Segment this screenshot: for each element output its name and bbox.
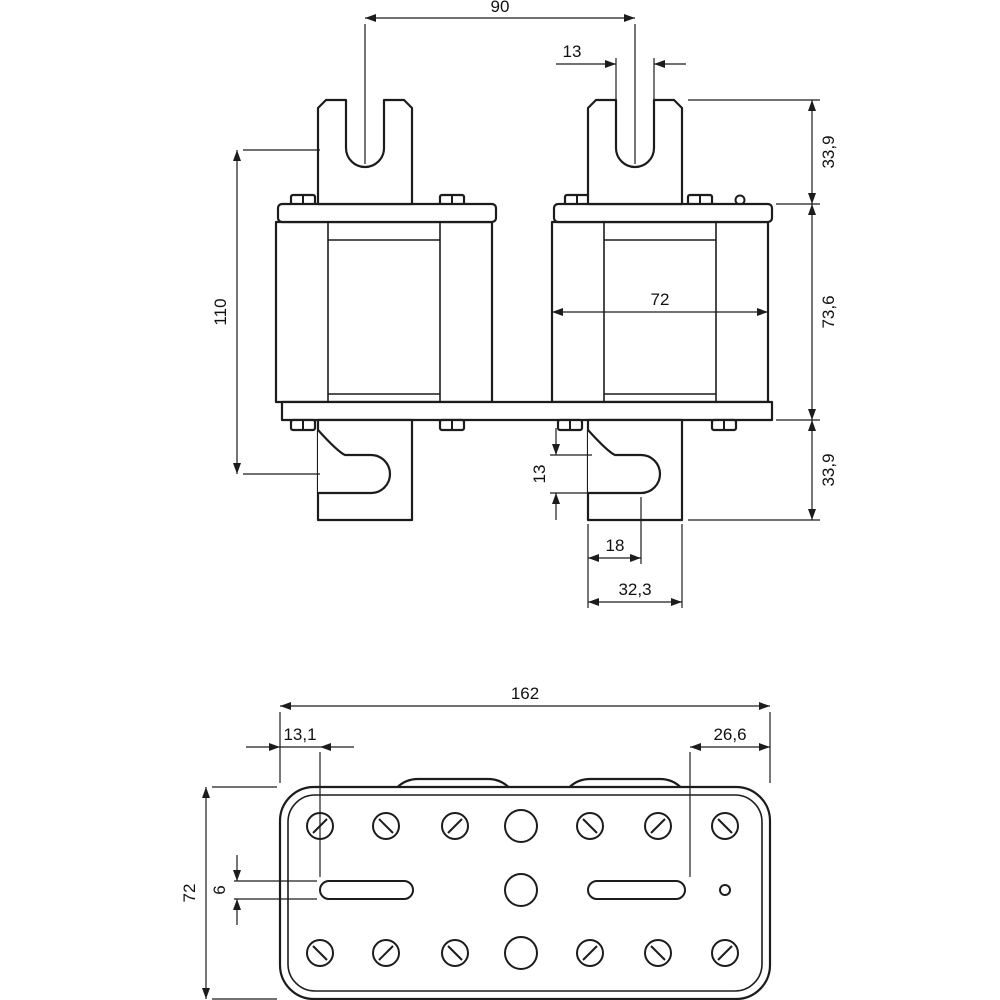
plain-hole	[504, 809, 538, 843]
screw-slot	[582, 945, 598, 961]
dim-label-162: 162	[511, 684, 539, 703]
dim-label-13-1: 13,1	[283, 725, 316, 744]
screw-slot	[378, 945, 394, 961]
screw-slot	[717, 818, 733, 834]
fuse-body-right	[550, 98, 774, 404]
dim-label-72-front: 72	[651, 290, 670, 309]
base-plate	[280, 400, 774, 432]
bottom-blade-right-slot	[587, 429, 662, 495]
dimension-26-6: 26,6	[689, 725, 770, 877]
dim-label-33-9-bottom: 33,9	[819, 453, 838, 486]
dimension-110: 110	[211, 149, 320, 475]
dimension-18: 18	[587, 497, 642, 608]
front-view: 90 13 33,9 73,6 33,9	[211, 0, 838, 608]
top-cap-plate-left	[276, 202, 498, 224]
bottom-blade-left-slot	[317, 429, 392, 495]
dim-label-73-6: 73,6	[819, 295, 838, 328]
mounting-slot-right	[587, 880, 686, 900]
hole-row-middle	[319, 873, 731, 907]
plain-hole	[504, 936, 538, 970]
mounting-slot-left	[319, 880, 414, 900]
dim-label-110: 110	[211, 298, 230, 325]
dimension-73-6: 73,6	[776, 204, 838, 421]
screw-slot	[650, 818, 666, 834]
blade-terminal-bottom-right	[586, 418, 684, 522]
base-plate-body	[280, 400, 774, 422]
fuse-body-left	[274, 98, 498, 404]
screw-slot	[447, 945, 463, 961]
blade-terminal-top-left	[316, 98, 414, 206]
dim-label-13-top: 13	[563, 42, 582, 61]
dimension-32-3: 32,3	[588, 524, 683, 608]
dim-label-90: 90	[491, 0, 510, 16]
top-cap-plate-right	[552, 202, 774, 224]
blade-terminal-bottom-left	[316, 418, 414, 522]
dimension-6: 6	[210, 855, 317, 925]
small-pin-hole	[719, 884, 731, 896]
screw-slot	[312, 945, 328, 961]
bottom-view: 162 13,1 26,6 72 6	[180, 684, 772, 1000]
plain-hole	[504, 873, 538, 907]
dimension-13-1: 13,1	[246, 725, 354, 877]
dimension-13-bottom: 13	[530, 428, 592, 520]
dim-label-72-bottom: 72	[180, 884, 199, 903]
dimension-90: 90	[364, 0, 636, 164]
dim-label-26-6: 26,6	[713, 725, 746, 744]
screw-slot	[717, 945, 733, 961]
dimension-13-top: 13	[556, 42, 686, 107]
dimension-33-9-top: 33,9	[688, 99, 838, 205]
dim-label-13-bottom: 13	[530, 465, 549, 484]
fuse-barrel-left	[274, 220, 494, 404]
dim-label-32-3: 32,3	[618, 580, 651, 599]
screw-slot	[650, 945, 666, 961]
screw-slot	[378, 818, 394, 834]
dim-label-33-9-top: 33,9	[819, 135, 838, 168]
screw-slot	[582, 818, 598, 834]
mounting-plate-inner-contour	[287, 794, 763, 992]
dimension-72-front: 72	[552, 290, 768, 316]
dim-label-18: 18	[606, 536, 625, 555]
hole-row-bottom	[306, 936, 739, 970]
dimension-162: 162	[279, 684, 771, 783]
hole-row-top	[306, 809, 739, 843]
dim-label-6: 6	[210, 885, 229, 894]
screw-slot	[447, 818, 463, 834]
blade-terminal-top-right	[586, 98, 684, 206]
dimension-72-bottom: 72	[180, 786, 277, 1000]
dimension-33-9-bottom: 33,9	[688, 420, 838, 521]
